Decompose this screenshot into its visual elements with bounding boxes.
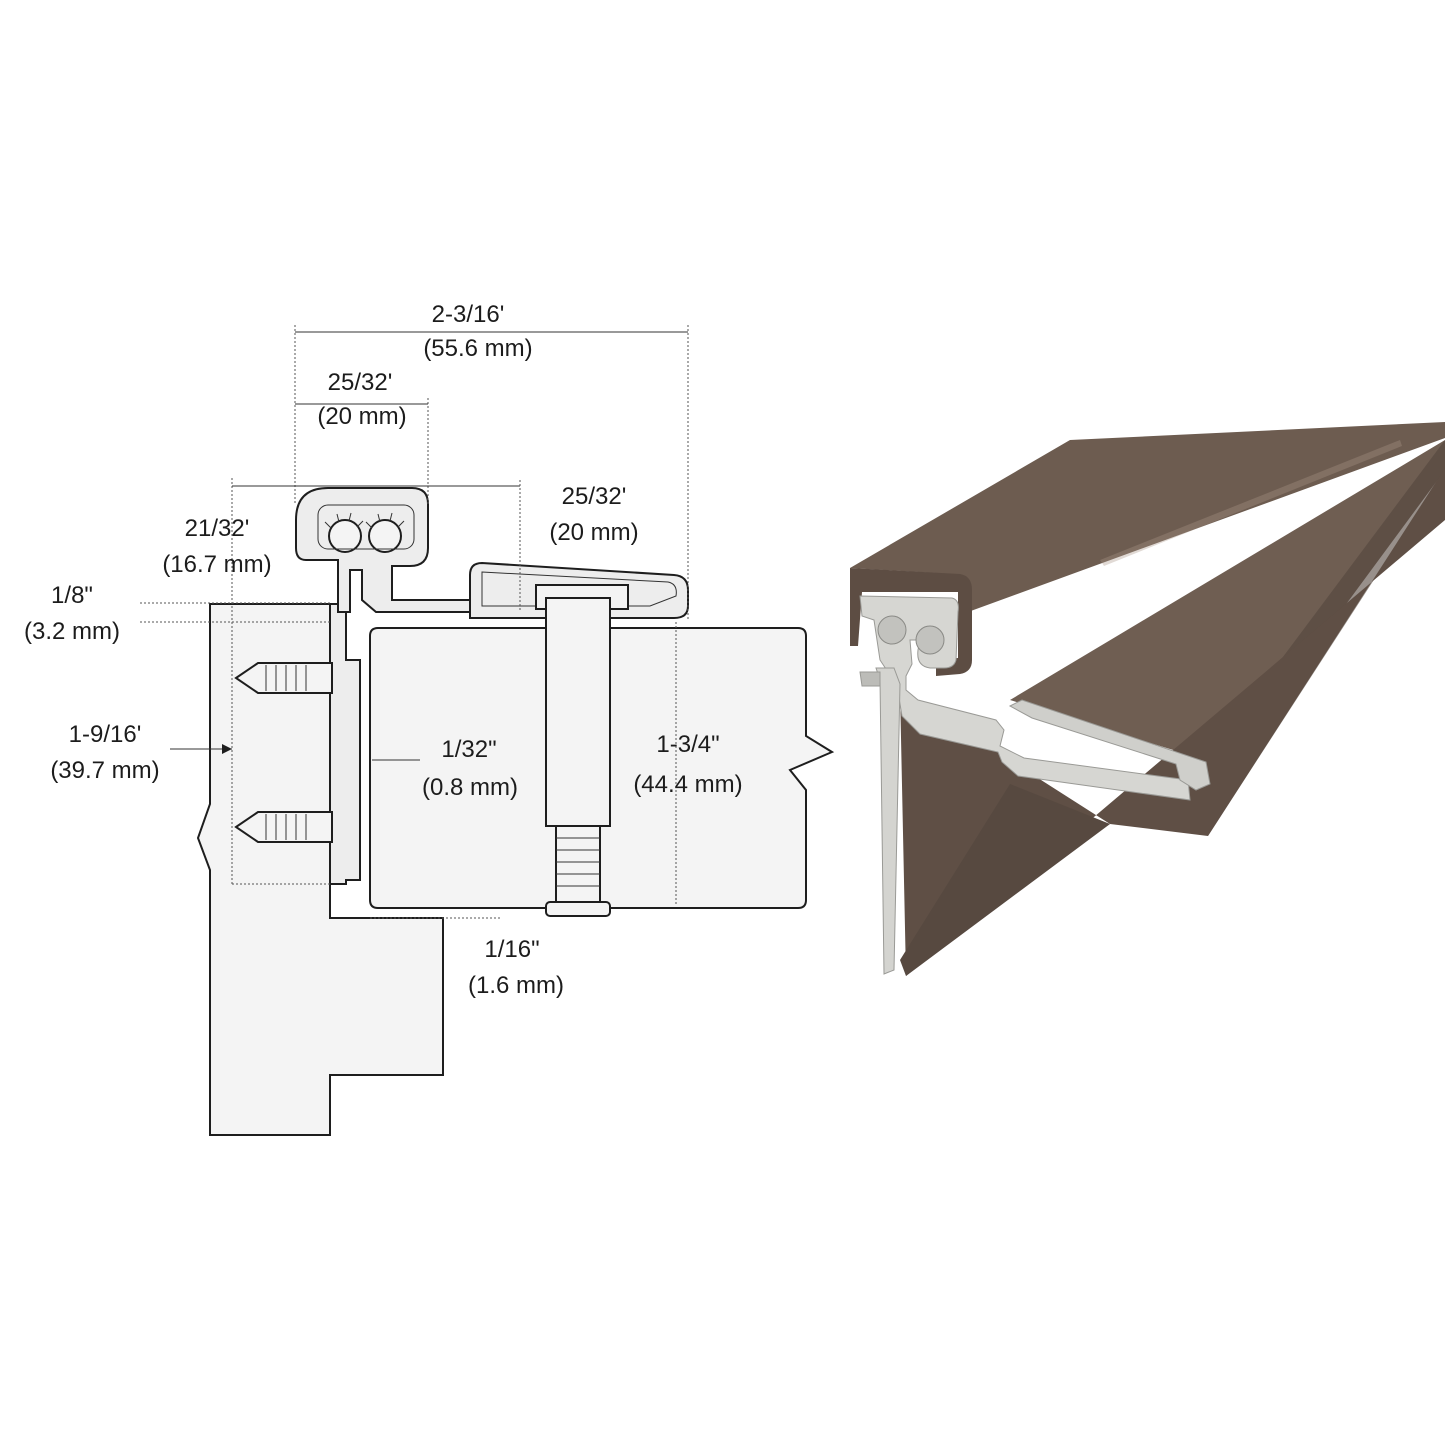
dimension-frame-offset: 21/32' (16.7 mm) bbox=[162, 515, 271, 578]
gear-teeth bbox=[317, 504, 415, 553]
door-leaf-surface bbox=[1010, 440, 1445, 778]
svg-text:(20 mm): (20 mm) bbox=[549, 519, 638, 546]
svg-text:1-3/4": 1-3/4" bbox=[656, 731, 719, 758]
hinge-product-render bbox=[850, 422, 1445, 976]
svg-text:1/16": 1/16" bbox=[484, 936, 539, 963]
dimension-overall-width: 2-3/16' (55.6 mm) bbox=[423, 301, 532, 362]
svg-text:(0.8 mm): (0.8 mm) bbox=[422, 774, 518, 801]
svg-text:(55.6 mm): (55.6 mm) bbox=[423, 335, 532, 362]
svg-text:1/8": 1/8" bbox=[51, 582, 93, 609]
frame-screw-lower bbox=[234, 811, 333, 843]
hinge-knuckle-body bbox=[850, 568, 972, 676]
svg-text:(39.7 mm): (39.7 mm) bbox=[50, 757, 159, 784]
svg-text:(1.6 mm): (1.6 mm) bbox=[468, 972, 564, 999]
frame-leaf-plate bbox=[329, 603, 361, 885]
svg-text:(3.2 mm): (3.2 mm) bbox=[24, 618, 120, 645]
dimension-door-leaf-width: 25/32' (20 mm) bbox=[549, 483, 638, 546]
aluminum-frame-leaf bbox=[875, 667, 901, 975]
svg-text:(16.7 mm): (16.7 mm) bbox=[162, 551, 271, 578]
hinge-top-surface bbox=[850, 422, 1445, 612]
svg-text:1/32": 1/32" bbox=[441, 736, 496, 763]
svg-text:25/32': 25/32' bbox=[328, 369, 393, 396]
svg-text:(20 mm): (20 mm) bbox=[317, 403, 406, 430]
svg-text:21/32': 21/32' bbox=[185, 515, 250, 542]
dimension-leaf-width-top: 25/32' (20 mm) bbox=[317, 369, 406, 430]
svg-text:1-9/16': 1-9/16' bbox=[69, 721, 142, 748]
aluminum-channel bbox=[1008, 699, 1211, 791]
dimension-lines bbox=[140, 325, 689, 919]
svg-text:(44.4 mm): (44.4 mm) bbox=[633, 771, 742, 798]
render-gear-left bbox=[877, 615, 907, 645]
dimension-lip-thickness: 1/8" (3.2 mm) bbox=[24, 582, 120, 645]
cross-section-diagram: 2-3/16' (55.6 mm) 25/32' (20 mm) 21/32' … bbox=[24, 301, 835, 1136]
through-bolt bbox=[535, 584, 629, 917]
dimension-door-thickness: 1-3/4" (44.4 mm) bbox=[633, 731, 742, 798]
dimension-clearance: 1/32" (0.8 mm) bbox=[422, 736, 518, 801]
svg-text:2-3/16': 2-3/16' bbox=[432, 301, 505, 328]
dimension-frame-depth: 1-9/16' (39.7 mm) bbox=[50, 721, 159, 784]
svg-text:25/32': 25/32' bbox=[562, 483, 627, 510]
dimension-bottom-gap: 1/16" (1.6 mm) bbox=[468, 936, 564, 999]
render-gear-right bbox=[915, 625, 945, 655]
frame-screw-upper bbox=[234, 662, 333, 694]
